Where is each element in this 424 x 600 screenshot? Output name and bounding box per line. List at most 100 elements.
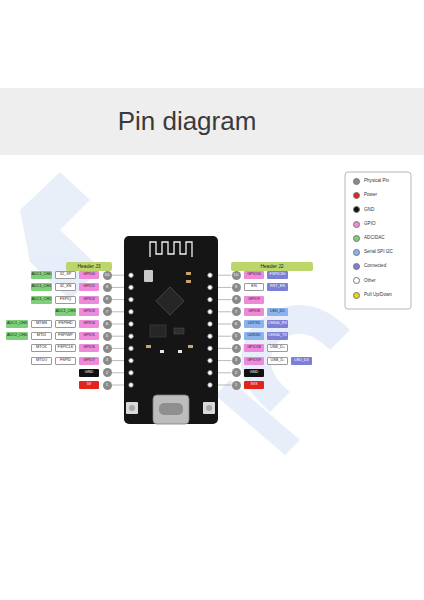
pin-label-text: USB_D+ [270, 346, 285, 350]
legend-swatch [353, 206, 360, 213]
legend-swatch [353, 178, 360, 185]
pin-number: 6 [232, 320, 241, 329]
pin-number: 8 [103, 295, 112, 304]
pin-label-text: 9 [106, 285, 108, 289]
legend-text: GPIO [364, 222, 376, 227]
pin-label-text: GND [250, 371, 258, 375]
pin-label-text: 10 [234, 273, 239, 277]
pin-label-text: U0RXD [248, 334, 261, 338]
pin-label-text: MTDO [36, 359, 47, 363]
pin-label-text: FSPID [60, 359, 71, 363]
smd-component [146, 345, 151, 348]
pin-label-text: 8 [235, 297, 237, 301]
pin-label-text: LED_D4 [294, 359, 308, 363]
pin-hole [208, 383, 212, 387]
pin-label-text: MTMS [36, 322, 47, 326]
pin-number: 10 [232, 271, 241, 280]
pin-number: 7 [232, 307, 241, 316]
pin-label-text: 6 [106, 322, 108, 326]
legend-text: GND [364, 208, 374, 213]
pin-hole [208, 322, 212, 326]
pin-function-tag: GPIO10 [244, 271, 264, 279]
pin-hole [129, 383, 133, 387]
pin-function-tag: MTDO [31, 357, 52, 365]
legend-text: Pull Up/Down [364, 293, 392, 298]
pin-function-tag: GPIO1 [79, 283, 99, 291]
pin-function-tag: MTMS [31, 320, 52, 328]
legend-text: Connected [364, 264, 386, 269]
header-holes [129, 273, 212, 387]
pin-label-text: CH340_RX [268, 322, 287, 326]
pin-function-tag: MTDI [31, 332, 52, 340]
pin-function-tag: GPIO7 [79, 357, 99, 365]
legend-entry: Pull Up/Down [353, 292, 392, 299]
legend-entry: GND [353, 206, 374, 213]
pin-label-text: ADC1_CH4 [7, 322, 27, 326]
pin-function-tag: USB_D+ [267, 344, 288, 352]
pin-label-text: MTDI [37, 334, 46, 338]
pin-label-text: 8 [106, 297, 108, 301]
pin-number: 10 [103, 271, 112, 280]
pin-function-tag: GPIO4 [79, 320, 99, 328]
pin-label-text: FSPIWP [58, 334, 73, 338]
pin-function-tag: GPIO5 [79, 332, 99, 340]
legend-entry: Other [353, 277, 376, 284]
pin-function-tag: GPIO6 [79, 344, 99, 352]
crystal [144, 270, 153, 282]
pin-label-text: GPIO6 [83, 346, 95, 350]
pin-hole [129, 334, 133, 338]
pin-label-text: GPIO10 [247, 273, 261, 277]
pin-function-tag: MTCK [31, 344, 52, 352]
pin-label-text: USB_D- [271, 359, 285, 363]
pin-label-text: 5V [87, 383, 92, 387]
pin-number: 8 [232, 295, 241, 304]
pin-function-tag: 5V [79, 381, 99, 389]
pin-number: 5 [103, 332, 112, 341]
pin-function-tag: FSPICLK [55, 344, 76, 352]
pin-label-text: 5 [106, 334, 108, 338]
pin-function-tag: ADC1_CH2 [31, 296, 52, 304]
pin-label-text: 4 [106, 346, 108, 350]
pin-hole [129, 322, 133, 326]
pin-label-text: FSPICLK [58, 346, 74, 350]
pin-label-text: GPIO4 [83, 322, 95, 326]
pin-number: 2 [232, 368, 241, 377]
watermark-shape [20, 172, 100, 300]
pin-hole [208, 297, 212, 301]
header-label: Header J3 [66, 262, 112, 271]
pin-label-text: GPIO1 [83, 285, 95, 289]
pin-label-text: 5 [235, 334, 237, 338]
pin-function-tag: GPIO0 [79, 271, 99, 279]
pin-label-text: 32_XP [60, 273, 71, 277]
pin-label-text: GPIO8 [248, 310, 260, 314]
pin-number: 7 [103, 307, 112, 316]
pin-function-tag: ADC1_CH0 [31, 271, 52, 279]
pin-hole [129, 297, 133, 301]
legend-swatch [353, 249, 360, 256]
watermark [20, 172, 350, 455]
pin-label-text: GPIO7 [83, 359, 95, 363]
led [160, 350, 164, 353]
legend-swatch [353, 235, 360, 242]
pin-function-tag: 3V3 [244, 381, 264, 389]
legend-text: Power [364, 193, 377, 198]
pin-label-text: CH340_TX [268, 334, 287, 338]
legend-box [345, 172, 411, 309]
legend-entry: GPIO [353, 221, 376, 228]
pin-label-text: LED_D5 [270, 310, 284, 314]
pin-label-text: 1 [235, 383, 237, 387]
pin-function-tag: RST_EN [267, 283, 288, 291]
pin-hole [129, 285, 133, 289]
legend-swatch [353, 292, 360, 299]
legend-entry: Physical Pin [353, 178, 389, 185]
pin-label-text: 7 [106, 310, 108, 314]
pin-label-text: FSPICS0 [270, 273, 286, 277]
pin-function-tag: GPIO3 [79, 308, 99, 316]
page-title: Pin diagram [87, 106, 287, 137]
legend-swatch [353, 263, 360, 270]
pin-function-tag: 32_XN [55, 283, 76, 291]
header-label: Header J2 [231, 262, 313, 271]
pin-function-tag: 32_XP [55, 271, 76, 279]
legend-text: Serial SPI I2C [364, 250, 393, 255]
pin-hole [129, 371, 133, 375]
